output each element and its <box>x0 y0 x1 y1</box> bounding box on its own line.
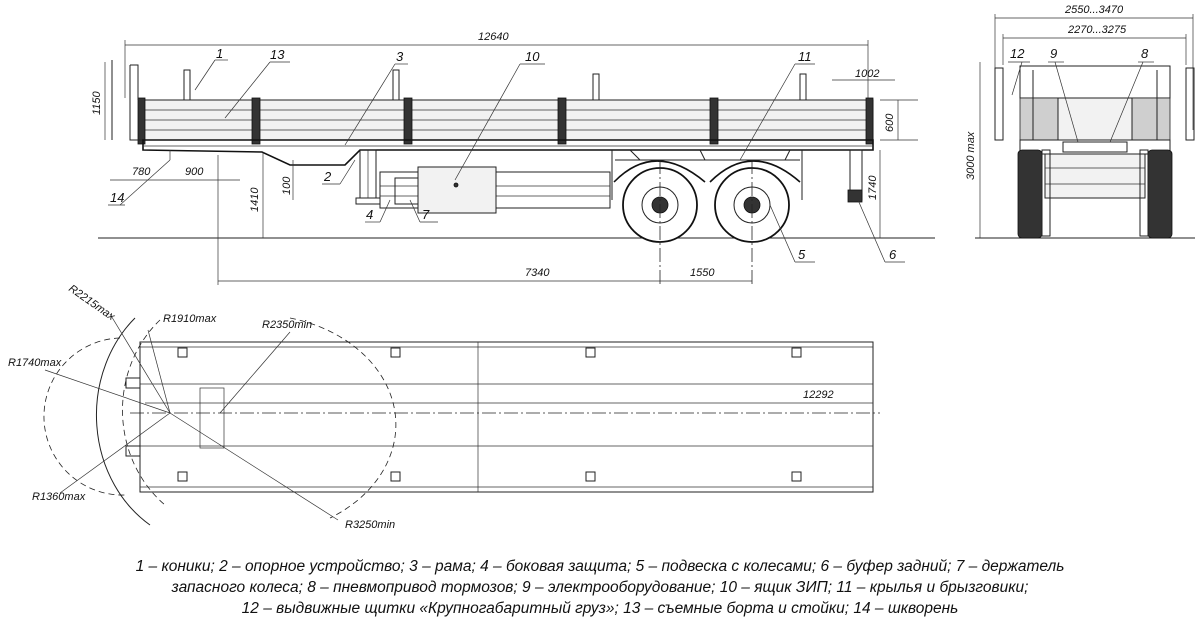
dim-r-2215: R2215max <box>66 283 117 324</box>
trailer-technical-drawing: 12640 <box>8 4 1195 531</box>
callout-3: 3 <box>396 49 404 64</box>
dim-rear-overhang: 1002 <box>855 68 879 80</box>
tool-box <box>417 166 497 214</box>
callout-8: 8 <box>1141 46 1149 61</box>
dim-platform-length: 12292 <box>803 389 834 401</box>
legend-line-3: 12 – выдвижные щитки «Крупногабаритный г… <box>241 600 959 617</box>
dim-total-height: 3000 max <box>965 131 977 180</box>
dim-length-to-king: 1150 <box>91 90 103 115</box>
stanchions <box>183 69 807 101</box>
dim-r-1740: R1740max <box>8 357 62 369</box>
legend-line-2: запасного колеса; 8 – пневмопривод тормо… <box>171 579 1029 596</box>
callout-4: 4 <box>366 207 373 222</box>
dim-front-offset: 900 <box>185 166 204 178</box>
dim-rear-height: 1740 <box>867 175 879 200</box>
legend: 1 – коники; 2 – опорное устройство; 3 – … <box>10 556 1190 619</box>
frame <box>142 139 874 166</box>
dim-overall-length: 12640 <box>478 31 509 43</box>
suspension <box>615 149 800 161</box>
callout-9: 9 <box>1050 46 1057 61</box>
dim-r-1360: R1360max <box>32 491 86 503</box>
plan-view: 12292 R2215max R1910max <box>8 283 880 531</box>
dim-r-2350: R2350min <box>262 319 312 331</box>
dim-axle-spacing: 1550 <box>690 267 715 279</box>
callout-5: 5 <box>798 247 806 262</box>
callout-11: 11 <box>798 49 812 64</box>
dim-board-height: 600 <box>884 113 896 132</box>
dim-r-1910: R1910max <box>163 313 217 325</box>
side-boards <box>137 97 874 145</box>
legend-line-1: 1 – коники; 2 – опорное устройство; 3 – … <box>135 558 1065 575</box>
callout-14: 14 <box>110 190 124 205</box>
rear-view: 2550...3470 2270...3275 3000 max 12 9 8 <box>965 4 1195 239</box>
callout-13: 13 <box>270 47 285 62</box>
dim-height-small: 100 <box>281 176 293 195</box>
wheels <box>622 160 790 285</box>
callout-1: 1 <box>216 46 223 61</box>
oversize-panel-left <box>1019 97 1059 141</box>
rear-wheels <box>1017 149 1173 239</box>
callout-7: 7 <box>422 207 430 222</box>
dim-width-outer: 2550...3470 <box>1064 4 1124 16</box>
dim-wheelbase: 7340 <box>525 267 550 279</box>
dim-width-inner: 2270...3275 <box>1067 24 1127 36</box>
dim-r-3250: R3250min <box>345 519 395 531</box>
callout-10: 10 <box>525 49 540 64</box>
callout-2: 2 <box>323 169 332 184</box>
plan-stake-pockets <box>177 347 802 482</box>
rear-bumper <box>847 149 863 203</box>
turning-radii <box>43 313 397 526</box>
side-callouts: 1 13 3 10 11 2 4 7 14 5 6 <box>108 46 905 263</box>
dim-fifth-wheel-height: 1410 <box>249 187 261 212</box>
callout-6: 6 <box>889 247 897 262</box>
callout-12: 12 <box>1010 46 1025 61</box>
dim-king-to-front: 780 <box>132 166 151 178</box>
landing-gear <box>355 149 381 205</box>
oversize-panel-right <box>1131 97 1171 141</box>
fenders <box>611 150 803 200</box>
side-view: 12640 <box>91 31 935 285</box>
